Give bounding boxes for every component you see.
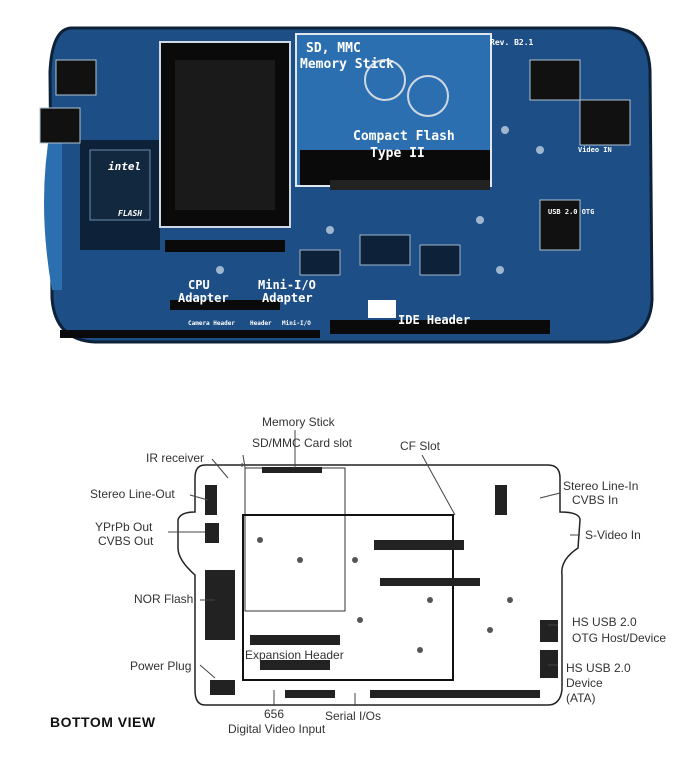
memory-stick-photo-label: SD, MMC Memory Stick — [300, 41, 394, 72]
camera-header-photo-label: Camera Header — [188, 320, 235, 327]
ide-header-photo-label: IDE Header — [398, 313, 470, 327]
mini-io-adapter-photo-label: Mini-I/O Adapter — [258, 278, 323, 305]
intel-logo: intel — [108, 160, 141, 173]
power-plug-callout: Power Plug — [130, 659, 192, 673]
hs-usb-device-callout-line2: Device — [566, 676, 603, 690]
656-callout: 656 — [264, 707, 285, 721]
cvbs-out-callout: CVBS Out — [98, 534, 154, 548]
cpu-adapter-header-photo — [165, 240, 285, 252]
video-in-photo-label: Video IN — [578, 146, 612, 154]
board-left-edge — [44, 120, 62, 290]
compact-flash-photo-label: Compact Flash Type II — [353, 129, 463, 161]
hs-usb-device-callout-line1: HS USB 2.0 — [566, 661, 631, 675]
digital-video-input-callout: Digital Video Input — [228, 722, 326, 736]
board-photo: SD, MMC Memory Stick Compact Flash Type … — [39, 26, 654, 344]
hs-usb-otg-callout-line2: OTG Host/Device — [572, 631, 667, 645]
memory-stick-callout: Memory Stick — [262, 415, 335, 429]
left-jacks-photo — [55, 59, 97, 96]
ide-header-photo — [330, 320, 550, 334]
stereo-line-out-callout: Stereo Line-Out — [90, 487, 175, 501]
bottom-board-outline — [177, 464, 581, 706]
hs-usb-otg-callout-line1: HS USB 2.0 — [572, 615, 637, 629]
ir-receiver-callout: IR receiver — [146, 451, 205, 465]
stereo-line-in-callout: Stereo Line-In — [563, 479, 639, 493]
nor-flash-callout: NOR Flash — [134, 592, 194, 606]
flash-text: FLASH — [118, 209, 142, 218]
bottom-view-title: BOTTOM VIEW — [50, 714, 156, 730]
s-video-in-callout: S-Video In — [585, 528, 641, 542]
sd-mmc-callout: SD/MMC Card slot — [252, 436, 353, 450]
cf-slot-callout: CF Slot — [400, 439, 441, 453]
ypbpr-out-callout: YPrPb Out — [95, 520, 153, 534]
serial-ios-callout: Serial I/Os — [325, 709, 382, 723]
right-jacks-photo — [529, 59, 581, 101]
mini-io-photo-label: Mini-I/O — [282, 320, 311, 327]
usb-otg-photo-label: USB 2.0 OTG — [548, 208, 594, 216]
header-photo-label: Header — [250, 320, 272, 327]
cpu-adapter-photo-label: CPU Adapter — [178, 278, 229, 305]
expansion-header-callout: Expansion Header — [245, 648, 344, 662]
hs-usb-device-callout-line3: (ATA) — [566, 691, 596, 705]
rev-label: Rev. B2.1 — [490, 38, 534, 47]
sd-slot-outline — [244, 467, 346, 612]
cvbs-in-callout: CVBS In — [572, 493, 619, 507]
